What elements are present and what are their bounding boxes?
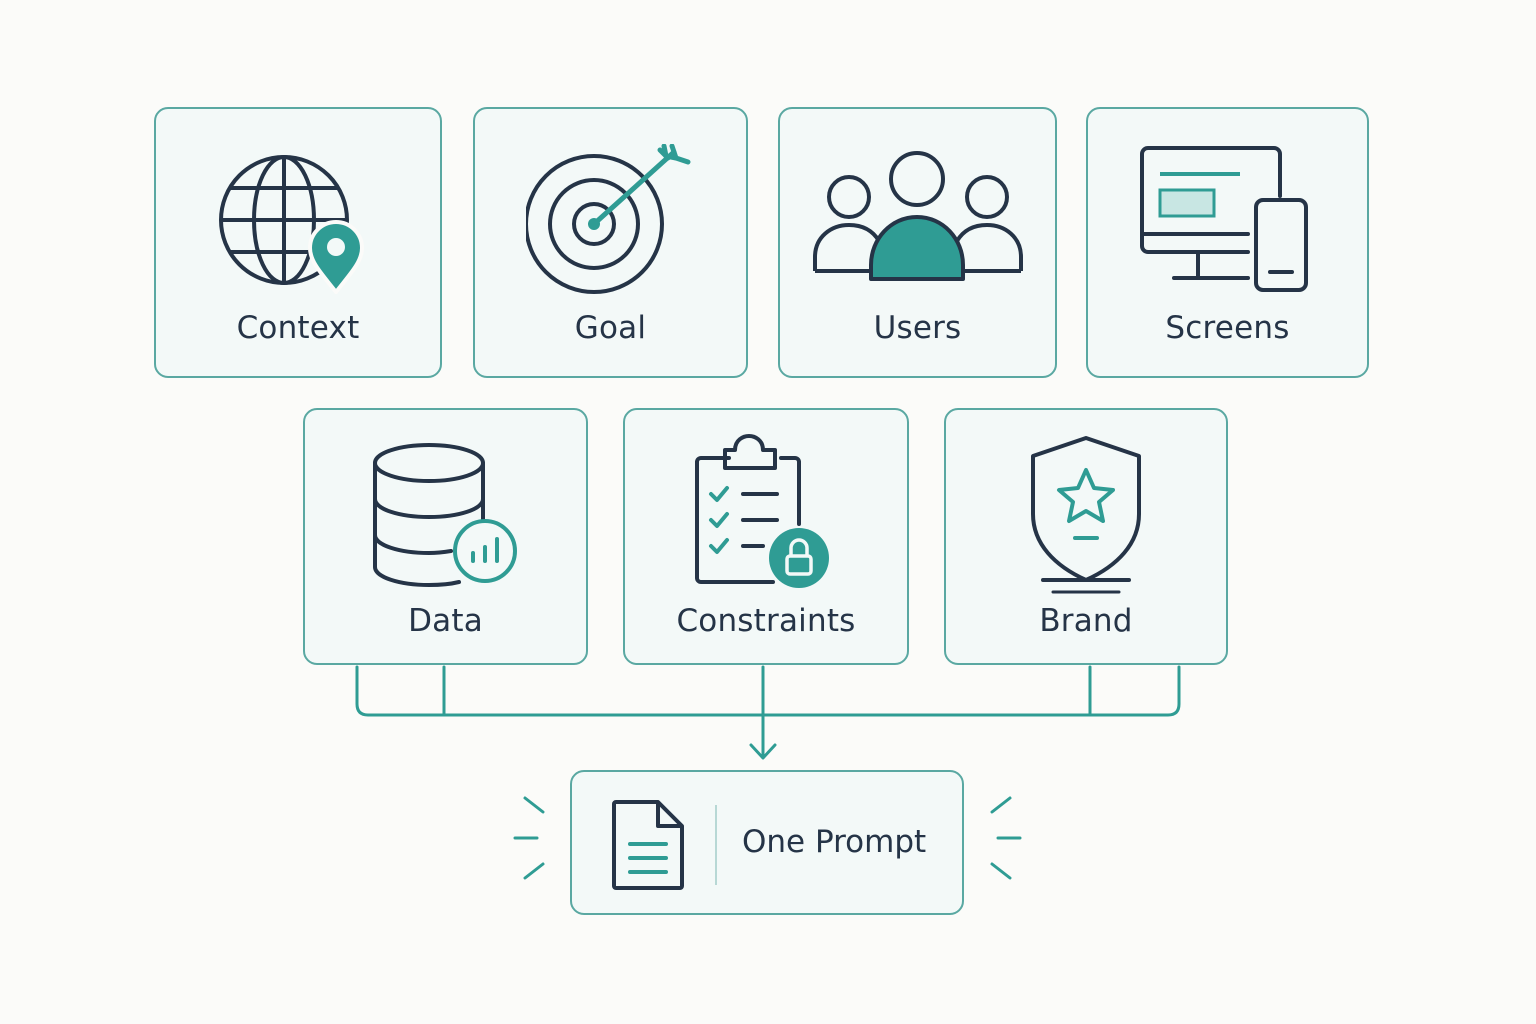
card-label: Brand xyxy=(1039,603,1133,639)
clipboard-lock-icon xyxy=(625,434,907,594)
divider xyxy=(715,805,717,885)
card-data: Data xyxy=(303,408,588,665)
target-arrow-icon xyxy=(475,139,746,299)
card-brand: Brand xyxy=(944,408,1228,665)
card-label: Users xyxy=(873,310,962,346)
left-burst-lines xyxy=(513,796,545,880)
card-label: Screens xyxy=(1165,310,1290,346)
card-users: Users xyxy=(778,107,1057,378)
shield-star-icon xyxy=(946,434,1226,594)
desktop-mobile-icon xyxy=(1088,139,1367,299)
card-context: Context xyxy=(154,107,442,378)
card-label: Constraints xyxy=(676,603,856,639)
card-label: Data xyxy=(408,603,483,639)
document-icon xyxy=(610,798,686,896)
card-screens: Screens xyxy=(1086,107,1369,378)
card-label: Goal xyxy=(574,310,647,346)
users-group-icon xyxy=(780,139,1055,299)
one-prompt-box: One Prompt xyxy=(570,770,964,915)
database-chart-icon xyxy=(305,434,586,594)
card-goal: Goal xyxy=(473,107,748,378)
globe-location-icon xyxy=(156,139,440,299)
card-constraints: Constraints xyxy=(623,408,909,665)
one-prompt-label: One Prompt xyxy=(742,824,927,860)
card-label: Context xyxy=(236,310,360,346)
right-burst-lines xyxy=(990,796,1022,880)
